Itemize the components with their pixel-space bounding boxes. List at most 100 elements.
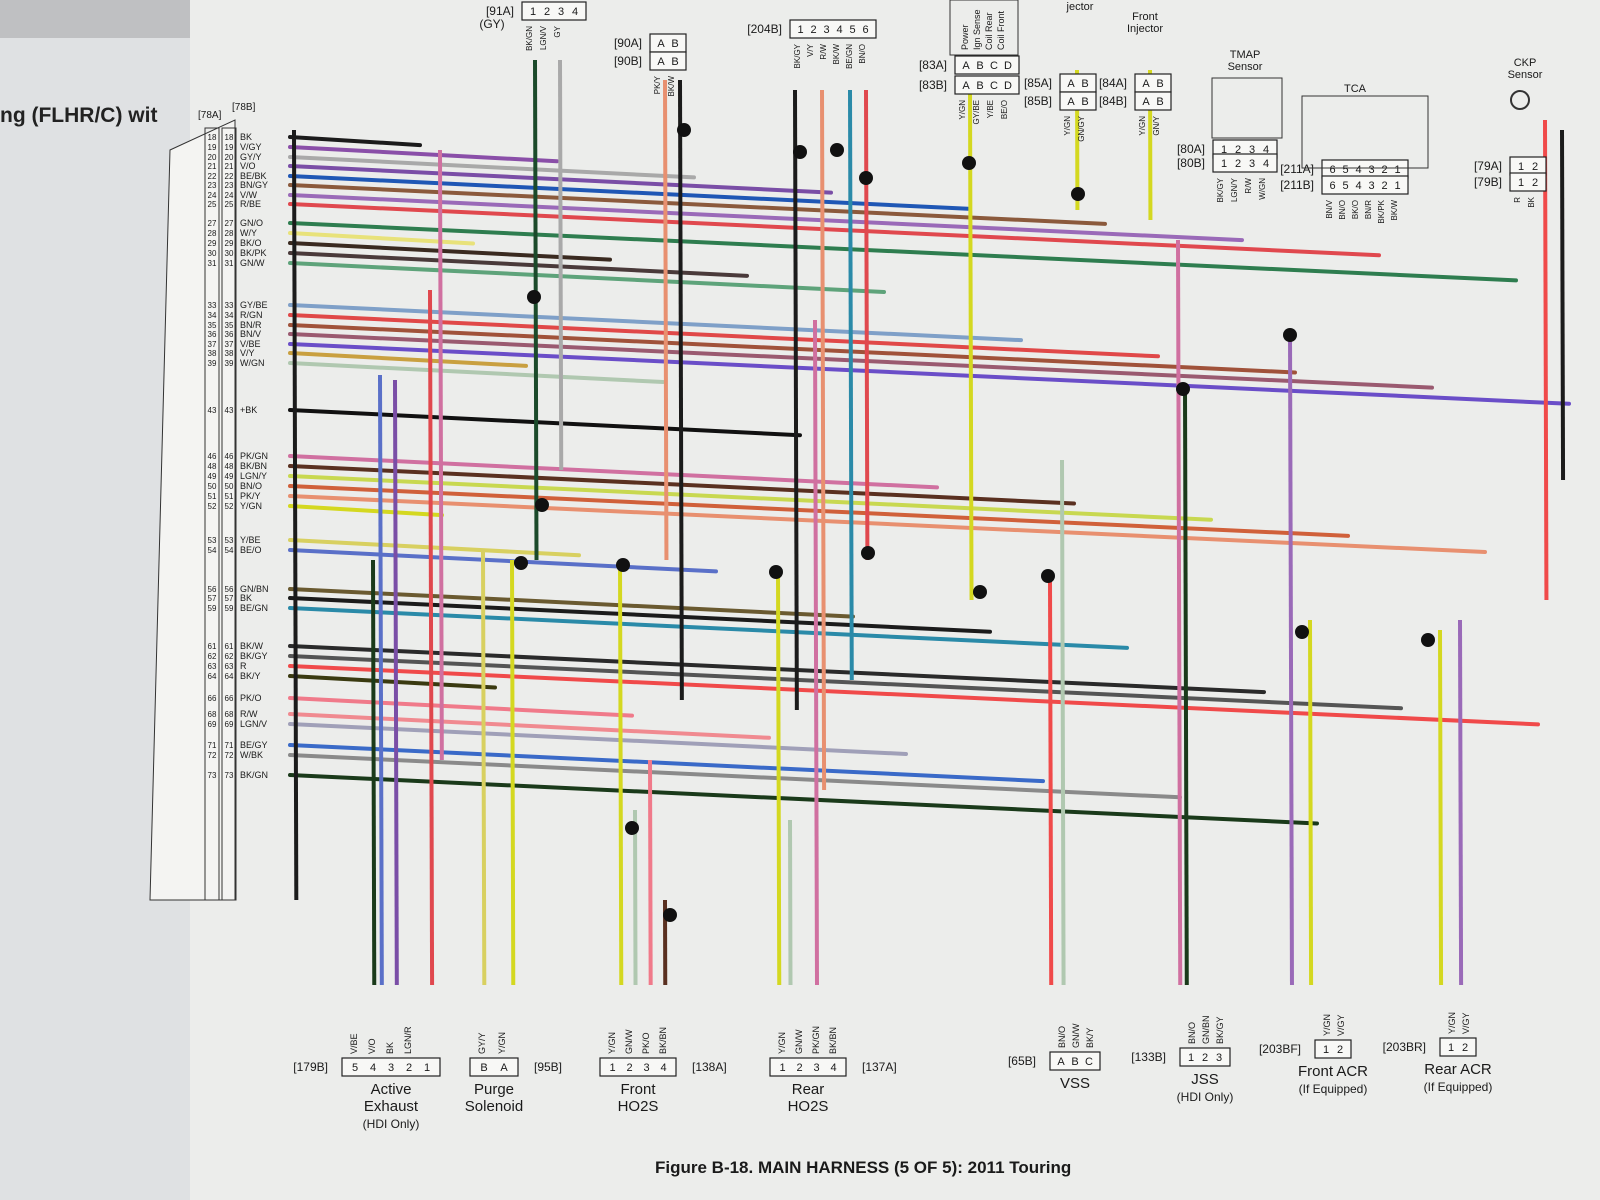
ecm-pin-wire-label: BK/W — [240, 641, 264, 651]
ecm-pin-b-number: 68 — [225, 710, 234, 719]
wire-v-be — [288, 342, 1571, 406]
bottom-component-label: (HDI Only) — [363, 1117, 420, 1131]
vertical-wire-trace — [481, 549, 487, 986]
top-connector-80b-pin: 2 — [1235, 158, 1241, 170]
top-connector-80b-body — [1212, 153, 1278, 173]
vertical-wire-trace — [428, 289, 435, 986]
vertical-wire-trace — [813, 319, 819, 986]
ecm-pin-wire-label: BK/Y — [240, 671, 261, 681]
ecm-pin-a-number: 53 — [208, 536, 217, 545]
wire-w-bk — [288, 753, 1182, 800]
top-connector-204b-body — [789, 19, 877, 39]
vertical-wire-trace — [393, 379, 399, 986]
ecm-pin-b-number: 22 — [225, 172, 234, 181]
top-connector-ref: [90A] — [614, 36, 642, 50]
ecm-pin-b-number: 30 — [225, 249, 234, 258]
top-connector-90a-body — [649, 33, 687, 53]
ecm-pin-a-number: 33 — [208, 301, 217, 310]
ecm-connector-a-label: [78A] — [198, 110, 222, 121]
top-connector-ref: [90B] — [614, 54, 642, 68]
ecm-pin-b-number: 54 — [225, 546, 234, 555]
top-connector-84a-pin: A — [1142, 78, 1150, 90]
vertical-wire-trace — [968, 89, 974, 601]
bottom-connector-203br-pin: 1 — [1448, 1042, 1454, 1054]
top-connector-84b-body — [1134, 91, 1172, 111]
vertical-wire-trace — [371, 559, 377, 986]
top-connector-211a-pin: 2 — [1381, 164, 1387, 176]
bottom-connector-wire-label: GN/W — [624, 1029, 634, 1054]
ecm-pin-a-number: 52 — [208, 502, 217, 511]
splice-dot — [527, 290, 541, 304]
vertical-wire-trace — [510, 559, 516, 986]
bottom-connector-138a-pin: 3 — [643, 1062, 649, 1074]
bottom-component-label: Front — [620, 1081, 656, 1098]
ecm-pin-b-number: 57 — [225, 594, 234, 603]
ecm-pin-a-number: 62 — [208, 652, 217, 661]
wire-bn-gy — [288, 183, 1107, 226]
ecm-pin-wire-label: GN/O — [240, 218, 263, 228]
top-connector-204b-pin: 2 — [810, 24, 816, 36]
ecm-pin-a-number: 63 — [208, 662, 217, 671]
coil-pin-label: Power — [960, 24, 970, 50]
ecm-pin-a-number: 38 — [208, 349, 217, 358]
top-connector-ref: [79B] — [1474, 175, 1502, 189]
ecm-pin-a-number: 36 — [208, 330, 217, 339]
ecm-pin-a-number: 37 — [208, 340, 217, 349]
vertical-wire-trace — [1048, 579, 1054, 986]
splice-dot — [514, 556, 528, 570]
bottom-connector-179b-pin: 5 — [352, 1062, 358, 1074]
wire-lgn-y — [288, 474, 1213, 522]
bottom-connector-133b-pin: 2 — [1202, 1052, 1208, 1064]
ecm-pin-a-number: 20 — [208, 153, 217, 162]
splice-dot — [830, 143, 844, 157]
top-connector-211a-pin: 1 — [1394, 164, 1400, 176]
ecm-pin-wire-label: BK/O — [240, 238, 262, 248]
ecm-pin-a-number: 69 — [208, 720, 217, 729]
ecm-pin-b-number: 56 — [225, 585, 234, 594]
ecm-pin-b-number: 51 — [225, 492, 234, 501]
ecm-pin-b-number: 24 — [225, 191, 234, 200]
top-connector-wire-label: R/W — [1244, 178, 1253, 194]
vertical-wire-trace — [1183, 389, 1189, 986]
ecm-pin-a-number: 51 — [208, 492, 217, 501]
bottom-connector-203br-body — [1439, 1037, 1477, 1057]
top-connector-211a-pin: 5 — [1342, 164, 1348, 176]
ecm-pin-a-number: 64 — [208, 672, 217, 681]
bottom-component-label: (HDI Only) — [1177, 1090, 1234, 1104]
splice-dot — [535, 498, 549, 512]
top-connector-83a-pin: D — [1004, 60, 1012, 72]
ecm-pin-a-number: 31 — [208, 259, 217, 268]
ecm-pin-wire-label: BK — [240, 132, 252, 142]
top-connector-90b-body — [649, 51, 687, 71]
ckp-sensor-label: CKP — [1514, 57, 1537, 69]
ecm-pin-b-number: 71 — [225, 741, 234, 750]
ecm-pin-wire-label: R/GN — [240, 310, 263, 320]
ecm-pin-wire-label: V/Y — [240, 348, 255, 358]
top-connector-211a-pin: 4 — [1355, 164, 1361, 176]
ecm-pin-b-number: 72 — [225, 751, 234, 760]
top-connector-wire-label: Y/GN — [958, 100, 967, 120]
ecm-pin-a-number: 23 — [208, 181, 217, 190]
top-connector-ref: [80A] — [1177, 142, 1205, 156]
top-connector-211b-pin: 5 — [1342, 180, 1348, 192]
top-connector-ref: [91A] — [486, 4, 514, 18]
ecm-pin-wire-label: BE/O — [240, 545, 262, 555]
tmap-sensor-label: Sensor — [1228, 61, 1263, 73]
bottom-connector-ref: [133B] — [1131, 1050, 1166, 1064]
top-connector-83b-pin: C — [990, 80, 998, 92]
ecm-pin-a-number: 28 — [208, 229, 217, 238]
top-connector-83a-body — [954, 55, 1020, 75]
bottom-connector-95b-body — [469, 1057, 519, 1077]
wire-v-y — [288, 351, 528, 368]
top-connector-80b-pin: 3 — [1249, 158, 1255, 170]
ecm-pin-wire-label: PK/Y — [240, 491, 261, 501]
top-connector-84a-body — [1134, 73, 1172, 93]
left-page-title: ng (FLHR/C) wit — [0, 104, 158, 127]
vertical-wire-trace — [292, 129, 299, 901]
